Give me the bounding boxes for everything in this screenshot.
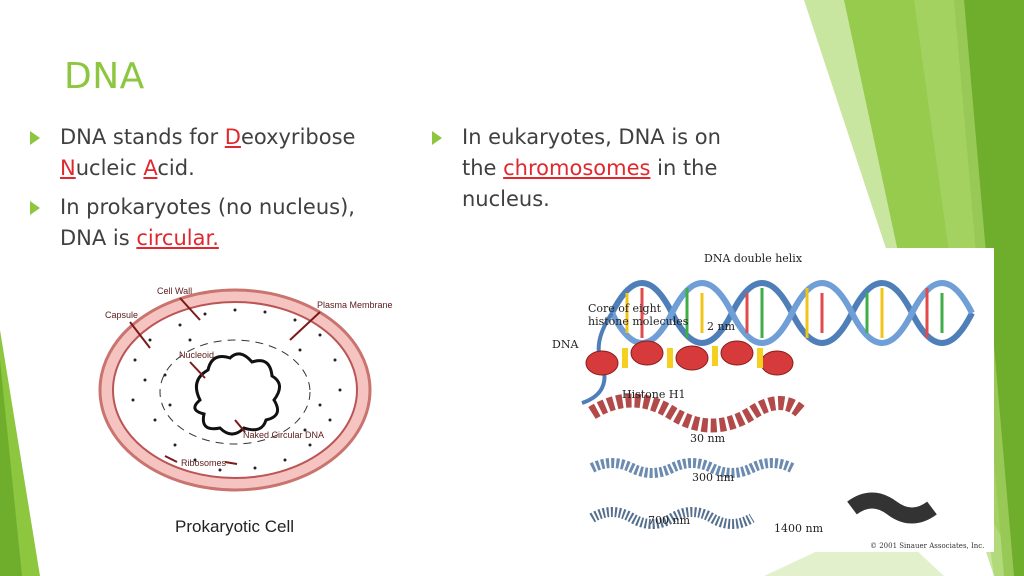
- label-naked-circular-dna: Naked Circular DNA: [243, 430, 324, 440]
- label-dna: DNA: [552, 338, 579, 351]
- label-2nm: 2 nm: [707, 320, 736, 333]
- right-bullet-list: In eukaryotes, DNA is on the chromosomes…: [432, 122, 762, 223]
- label-histone-molecules: histone molecules: [588, 315, 689, 328]
- chromosome-structure-diagram: DNA double helix Core of eight histone m…: [552, 248, 994, 552]
- bullet-item-dna-definition: DNA stands for Deoxyribose Nucleic Acid.: [30, 122, 400, 184]
- label-300nm: 300 nm: [692, 471, 735, 484]
- bullet-item-eukaryotes: In eukaryotes, DNA is on the chromosomes…: [432, 122, 762, 215]
- label-ribosomes: Ribosomes: [181, 458, 227, 468]
- label-1400nm: 1400 nm: [774, 522, 824, 535]
- label-dna-double-helix: DNA double helix: [704, 252, 803, 265]
- left-green-decoration: [0, 330, 40, 576]
- bullet-arrow-icon: [30, 201, 40, 215]
- label-700nm: 700 nm: [648, 514, 691, 527]
- copyright-text: © 2001 Sinauer Associates, Inc.: [870, 542, 984, 550]
- slide-title: DNA: [64, 56, 145, 97]
- label-plasma-membrane: Plasma Membrane: [317, 300, 393, 310]
- bullet-item-prokaryotes: In prokaryotes (no nucleus), DNA is circ…: [30, 192, 400, 254]
- label-30nm: 30 nm: [690, 432, 726, 445]
- prokaryotic-cell-caption: Prokaryotic Cell: [175, 517, 294, 536]
- label-core-eight: Core of eight: [588, 302, 662, 315]
- prokaryotic-cell-diagram: Cell Wall Capsule Plasma Membrane Nucleo…: [98, 286, 393, 536]
- label-histone-h1: Histone H1: [622, 388, 685, 401]
- bullet-arrow-icon: [30, 131, 40, 145]
- bullet-arrow-icon: [432, 131, 442, 145]
- label-capsule: Capsule: [105, 310, 138, 320]
- label-nucleoid: Nucleoid: [179, 350, 214, 360]
- left-bullet-list: DNA stands for Deoxyribose Nucleic Acid.…: [30, 122, 400, 262]
- label-cell-wall: Cell Wall: [157, 286, 192, 296]
